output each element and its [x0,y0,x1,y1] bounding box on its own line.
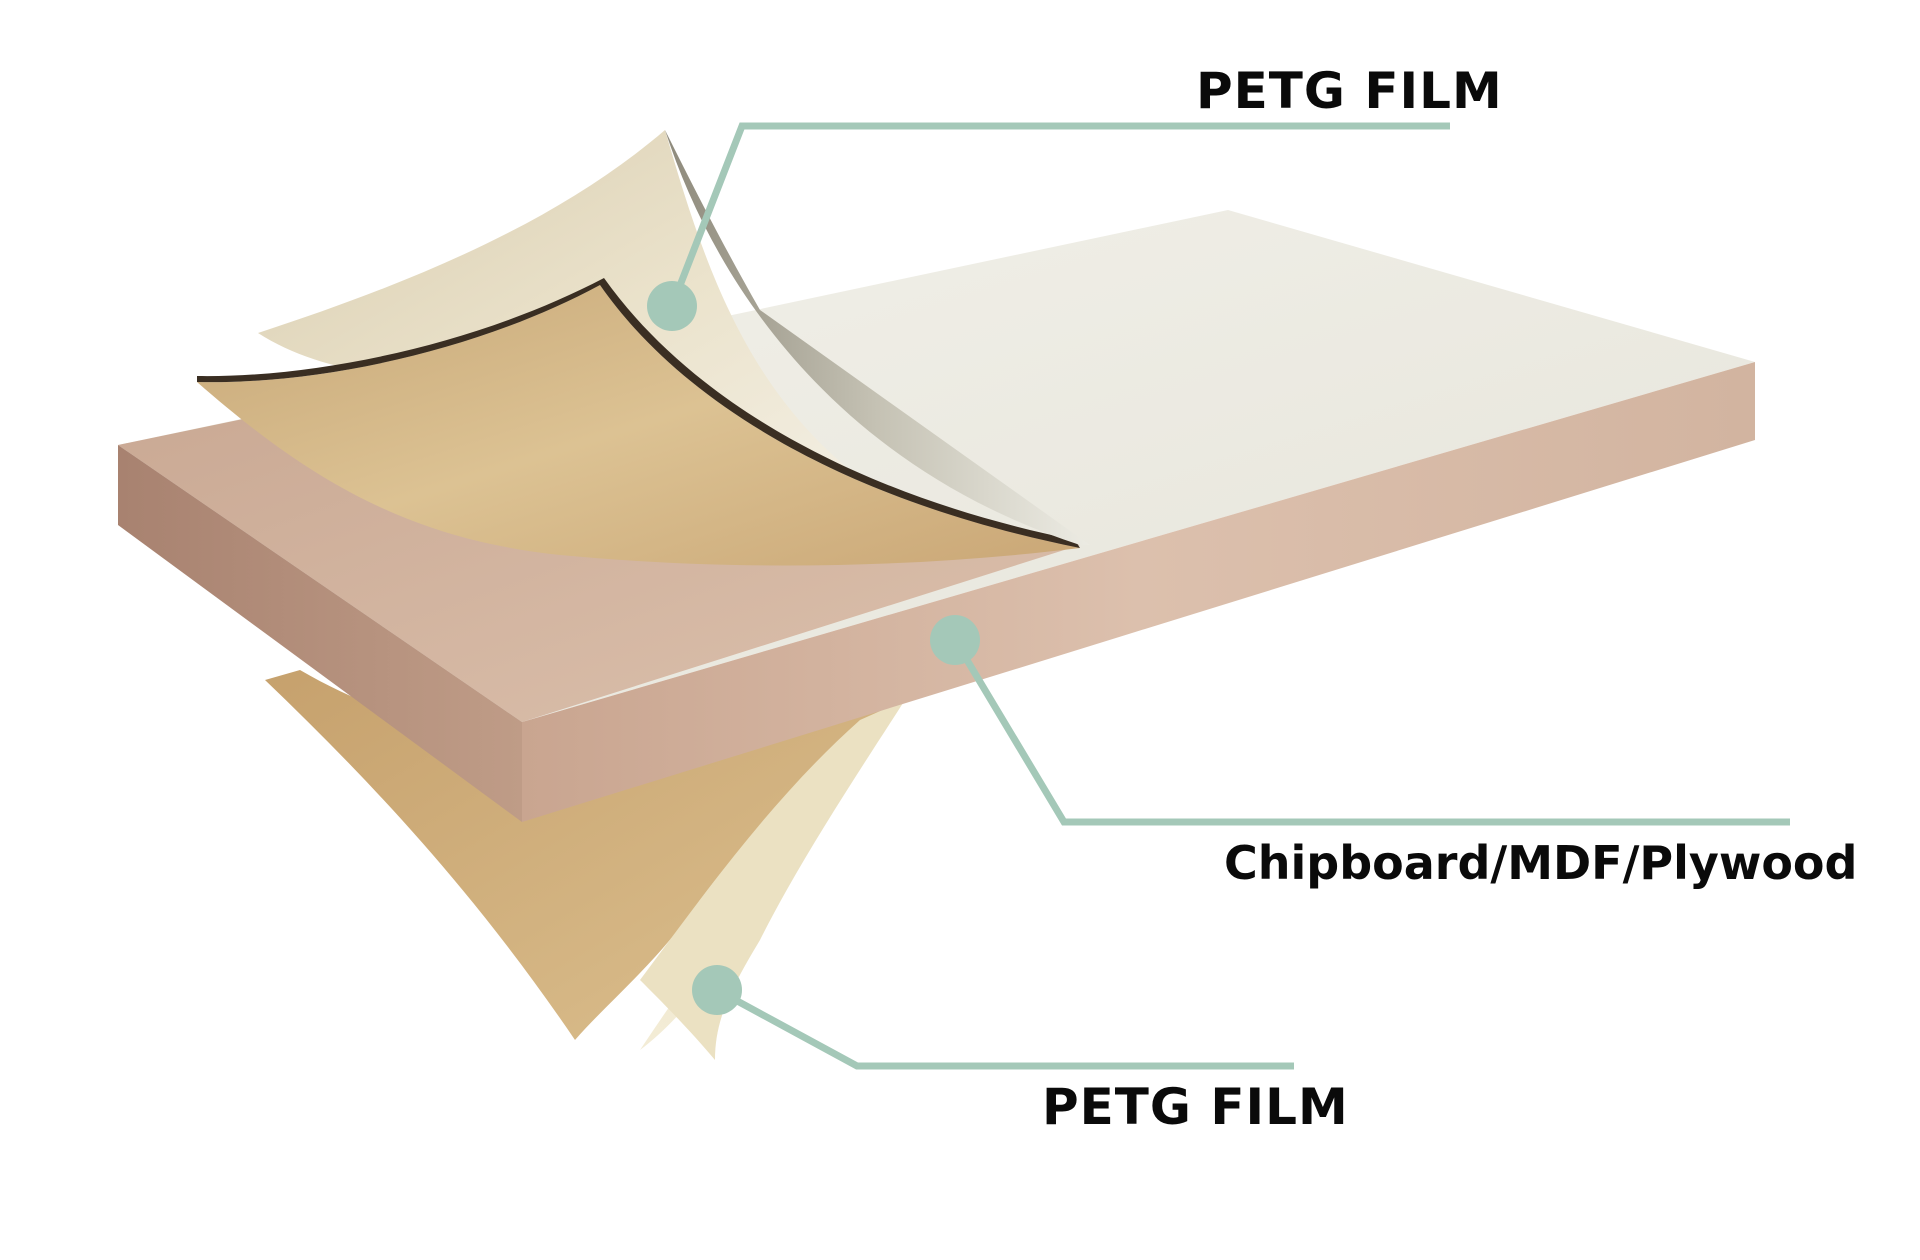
callout-core [930,615,1790,826]
callout-core-dot [930,615,980,665]
top-veneer-sheet [197,285,1080,566]
bottom-veneer-sheet [265,670,900,1040]
top-petg-film [197,130,1090,566]
core-board-label: Chipboard/MDF/Plywood [1224,836,1858,890]
board-front-edge [522,362,1755,822]
top-veneer-dark-edge [197,278,1080,548]
callout-bottom-dot [692,965,742,1015]
callout-bottom-leader-line [715,986,1294,1070]
callout-top-dot [647,281,697,331]
board-left-side [118,445,522,822]
top-film-label: PETG FILM [1196,62,1503,120]
callout-top [647,122,1450,331]
bottom-film-label: PETG FILM [1042,1078,1349,1136]
callout-bottom [692,965,1294,1070]
callout-core-leader-line [951,638,1790,826]
callout-top-leader-line [668,122,1450,308]
